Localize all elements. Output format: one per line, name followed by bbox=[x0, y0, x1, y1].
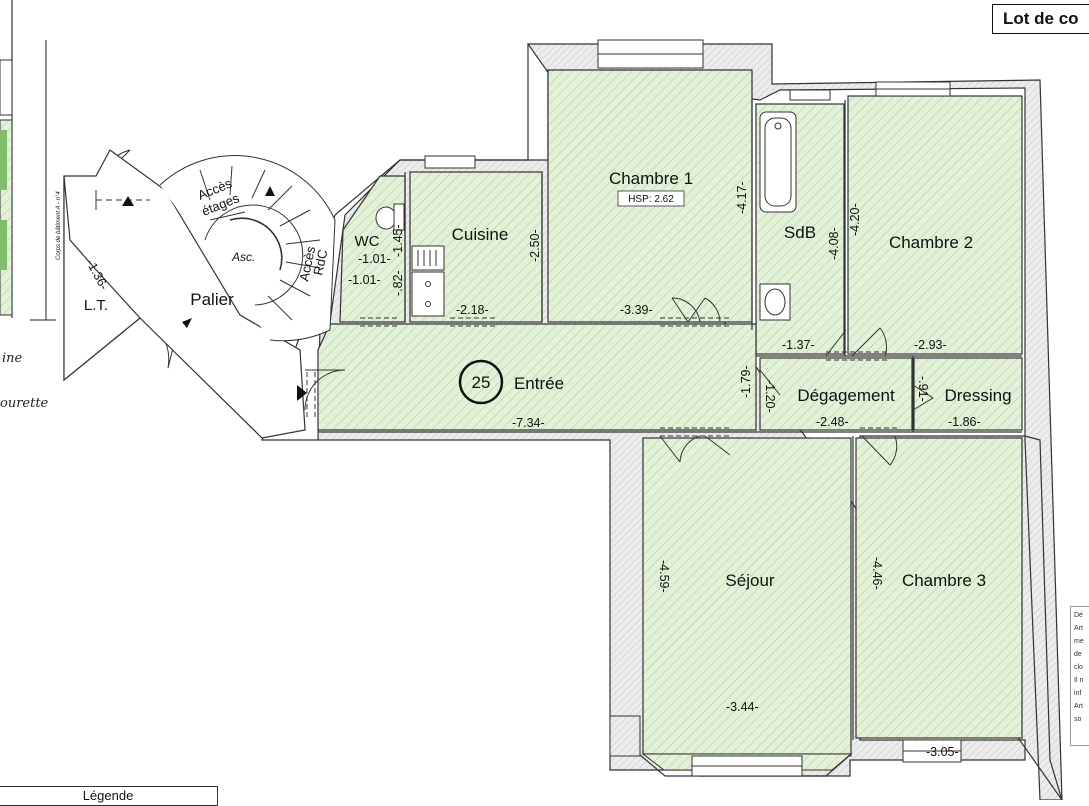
label-asc: Asc. bbox=[231, 250, 255, 264]
dim-sdb-h: -4.08- bbox=[827, 227, 841, 260]
room-labels: Palier L.T. WC Cuisine Chambre 1 HSP: 2.… bbox=[84, 169, 1012, 590]
left-margin-fragments: Corps de bâtiment A - n°4 ine ourette bbox=[0, 0, 62, 411]
dim-chambre-2-h: -4.20- bbox=[848, 203, 862, 236]
dim-dressing-w: -1.86- bbox=[948, 415, 981, 429]
label-degagement: Dégagement bbox=[797, 386, 895, 405]
arrow-icon bbox=[265, 186, 275, 196]
legend-box: Légende bbox=[0, 786, 218, 806]
label-hsp: HSP: 2.62 bbox=[628, 194, 674, 205]
note-line: Il n bbox=[1074, 677, 1084, 684]
note-line: Art bbox=[1074, 625, 1083, 632]
note-line: so bbox=[1074, 716, 1082, 723]
description-note: Dé Art me de clo Il n inf Art so bbox=[1070, 606, 1089, 746]
dim-degagement-w: -2.48- bbox=[816, 415, 849, 429]
dim-chambre-2-w: -2.93- bbox=[914, 338, 947, 352]
dim-chambre-1-w: -3.39- bbox=[620, 303, 653, 317]
dim-wc-82: -.82- bbox=[391, 270, 405, 296]
lot-title-box: Lot de co bbox=[992, 4, 1089, 34]
label-sdb: SdB bbox=[784, 223, 816, 242]
note-line: de bbox=[1074, 651, 1082, 658]
room-degagement bbox=[759, 357, 913, 431]
dim-sejour-w: -3.44- bbox=[726, 700, 759, 714]
building-note: Corps de bâtiment A - n°4 bbox=[56, 191, 62, 260]
dim-sejour-h: -4.59- bbox=[657, 560, 671, 593]
dim-degagement-h: -1.20- bbox=[763, 380, 777, 413]
arrow-icon bbox=[122, 196, 134, 206]
note-line: inf bbox=[1074, 690, 1082, 697]
dim-entree-w: -7.34- bbox=[512, 416, 545, 430]
dim-cuisine-h: -2.50- bbox=[528, 229, 542, 262]
note-line: Art bbox=[1074, 703, 1083, 710]
room-dressing bbox=[913, 357, 1023, 431]
thresholds bbox=[306, 317, 900, 437]
legend-title: Légende bbox=[82, 788, 134, 803]
note-line: clo bbox=[1074, 664, 1083, 671]
margin-note-2: ourette bbox=[0, 396, 49, 411]
dim-entree-h: -1.79- bbox=[739, 365, 753, 398]
hob-icon bbox=[411, 245, 445, 271]
label-acces-rdc-2: RdC bbox=[310, 248, 330, 277]
label-sejour: Séjour bbox=[725, 571, 774, 590]
arrow-icon bbox=[182, 318, 192, 328]
lot-number: 25 bbox=[472, 373, 491, 392]
room-chambre-2 bbox=[847, 95, 1023, 355]
arrows bbox=[122, 186, 307, 401]
label-chambre-3: Chambre 3 bbox=[902, 571, 986, 590]
dim-dressing-h: -.91- bbox=[916, 376, 930, 402]
label-dressing: Dressing bbox=[944, 386, 1011, 405]
kitchen-sink-icon bbox=[411, 271, 445, 317]
landing-area bbox=[63, 149, 306, 439]
dim-cuisine-w: -2.18- bbox=[456, 303, 489, 317]
partitions bbox=[318, 100, 1022, 740]
label-entree: Entrée bbox=[514, 374, 564, 393]
spiral-staircase bbox=[159, 155, 336, 342]
dim-chambre-3-h: -4.46- bbox=[870, 557, 884, 590]
note-line: me bbox=[1074, 638, 1084, 645]
label-lt: L.T. bbox=[84, 297, 108, 314]
label-chambre-2: Chambre 2 bbox=[889, 233, 973, 252]
dim-wc-h: -1.45- bbox=[391, 224, 405, 257]
label-acces-rdc-1: Accès bbox=[296, 244, 318, 282]
note-line: Dé bbox=[1074, 612, 1083, 619]
room-entree bbox=[317, 323, 757, 431]
label-wc: WC bbox=[355, 233, 380, 250]
dim-wc-w2: -1.01- bbox=[348, 273, 381, 287]
dim-wc-w1: -1.01- bbox=[358, 252, 391, 266]
dim-chambre-3-w: -3.05- bbox=[926, 745, 959, 759]
dim-chambre-1-h: -4.17- bbox=[735, 181, 749, 214]
room-chambre-3 bbox=[855, 437, 1023, 739]
label-palier: Palier bbox=[190, 290, 234, 309]
margin-note-1: ine bbox=[2, 351, 23, 366]
fixtures bbox=[375, 111, 797, 321]
arrow-icon bbox=[297, 385, 307, 401]
lot-number-marker: 25 bbox=[458, 359, 504, 405]
room-sejour bbox=[642, 437, 852, 755]
dim-sdb-w: -1.37- bbox=[782, 338, 815, 352]
lot-title: Lot de co bbox=[1003, 9, 1079, 28]
label-chambre-1: Chambre 1 bbox=[609, 169, 693, 188]
windows bbox=[424, 39, 962, 777]
label-cuisine: Cuisine bbox=[452, 225, 509, 244]
